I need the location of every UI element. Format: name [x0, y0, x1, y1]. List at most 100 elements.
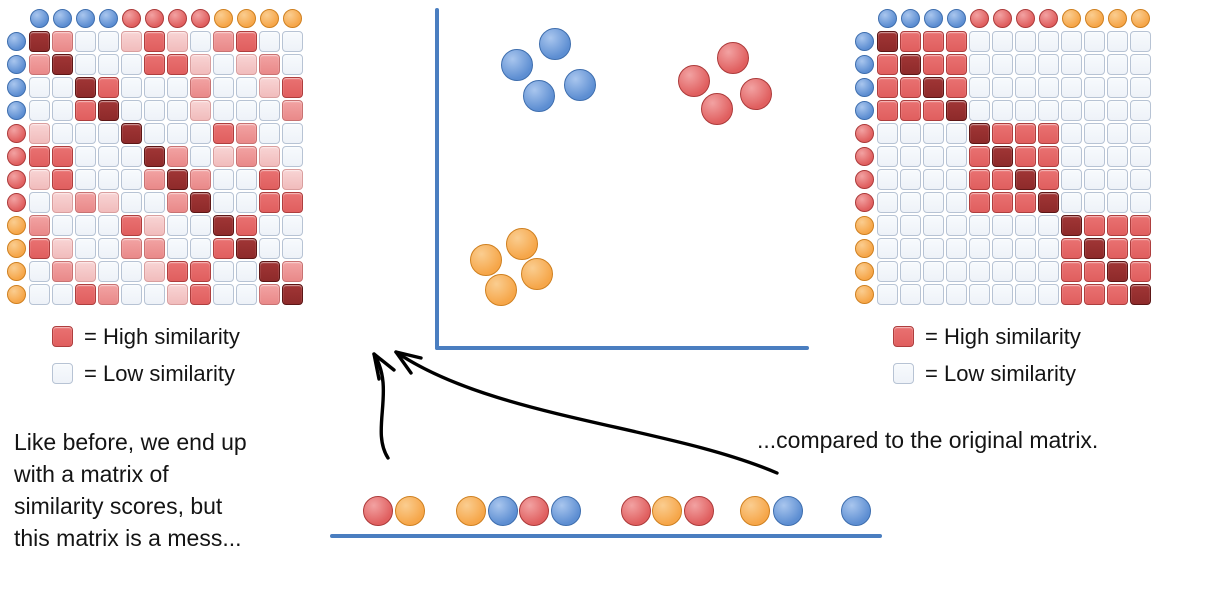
orange-header-dot: [7, 239, 26, 258]
matrix-cell: [1107, 261, 1128, 282]
matrix-cell: [1107, 123, 1128, 144]
matrix-cell: [282, 261, 303, 282]
red-header-dot: [7, 124, 26, 143]
matrix-cell: [900, 54, 921, 75]
matrix-cell: [98, 284, 119, 305]
matrix-cell: [1015, 146, 1036, 167]
matrix-cell: [98, 31, 119, 52]
matrix-cell: [52, 100, 73, 121]
matrix-cell: [1084, 284, 1105, 305]
matrix-cell: [98, 54, 119, 75]
matrix-cell: [1107, 192, 1128, 213]
matrix-cell: [1084, 54, 1105, 75]
matrix-cell: [1061, 54, 1082, 75]
matrix-cell: [992, 146, 1013, 167]
matrix-cell: [1084, 192, 1105, 213]
matrix-cell: [1015, 54, 1036, 75]
matrix-cell: [213, 123, 234, 144]
matrix-cell: [923, 261, 944, 282]
blue-header-dot: [855, 78, 874, 97]
matrix-cell: [1107, 169, 1128, 190]
matrix-cell: [190, 54, 211, 75]
legend-left: = High similarity = Low similarity: [52, 322, 240, 396]
matrix-cell: [1038, 261, 1059, 282]
orange-cluster-dot: [485, 274, 517, 306]
matrix-cell: [259, 169, 280, 190]
matrix-cell: [52, 54, 73, 75]
matrix-cell: [52, 31, 73, 52]
matrix-cell: [1084, 261, 1105, 282]
orange-cluster-dot: [470, 244, 502, 276]
low-similarity-swatch: [52, 363, 73, 384]
matrix-cell: [877, 238, 898, 259]
matrix-cell: [946, 31, 967, 52]
legend-right: = High similarity = Low similarity: [893, 322, 1081, 396]
matrix-cell: [259, 192, 280, 213]
matrix-cell: [75, 146, 96, 167]
matrix-cell: [1061, 146, 1082, 167]
red-header-dot: [122, 9, 141, 28]
matrix-cell: [946, 54, 967, 75]
matrix-cell: [29, 54, 50, 75]
matrix-cell: [29, 192, 50, 213]
orange-header-dot: [283, 9, 302, 28]
orange-header-dot: [855, 285, 874, 304]
matrix-cell: [167, 100, 188, 121]
matrix-cell: [29, 123, 50, 144]
matrix-cell: [1015, 123, 1036, 144]
matrix-cell: [1061, 123, 1082, 144]
matrix-cell: [1038, 77, 1059, 98]
blue-header-dot: [855, 32, 874, 51]
matrix-cell: [144, 215, 165, 236]
blue-cluster-dot: [539, 28, 571, 60]
matrix-cell: [1038, 31, 1059, 52]
matrix-cell: [75, 54, 96, 75]
matrix-cell: [259, 77, 280, 98]
orange-cluster-dot: [521, 258, 553, 290]
orange-sample-dot: [456, 496, 486, 526]
matrix-cell: [900, 215, 921, 236]
matrix-cell: [1038, 238, 1059, 259]
number-line-dots: [0, 496, 1207, 526]
matrix-cell: [213, 100, 234, 121]
matrix-cell: [29, 284, 50, 305]
matrix-cell: [900, 284, 921, 305]
matrix-cell: [98, 123, 119, 144]
orange-sample-dot: [395, 496, 425, 526]
matrix-cell: [98, 238, 119, 259]
orange-header-dot: [1131, 9, 1150, 28]
matrix-cell: [1061, 169, 1082, 190]
matrix-cell: [121, 146, 142, 167]
matrix-cell: [213, 238, 234, 259]
matrix-cell: [167, 146, 188, 167]
caption-left-line: Like before, we end up: [14, 429, 247, 455]
matrix-cell: [144, 100, 165, 121]
matrix-cell: [877, 284, 898, 305]
matrix-cell: [236, 169, 257, 190]
arrowhead-icon: [372, 352, 396, 381]
orange-header-dot: [7, 216, 26, 235]
matrix-cell: [29, 31, 50, 52]
matrix-cell: [1061, 77, 1082, 98]
matrix-cell: [1038, 284, 1059, 305]
matrix-cell: [29, 77, 50, 98]
matrix-cell: [282, 146, 303, 167]
caption-left: Like before, we end up with a matrix of …: [14, 426, 334, 554]
matrix-cell: [1130, 123, 1151, 144]
blue-header-dot: [99, 9, 118, 28]
legend-high-row: = High similarity: [893, 322, 1081, 351]
orange-sample-dot: [740, 496, 770, 526]
matrix-cell: [1061, 31, 1082, 52]
matrix-cell: [1084, 31, 1105, 52]
matrix-cell: [946, 77, 967, 98]
blue-sample-dot: [488, 496, 518, 526]
matrix-cell: [213, 261, 234, 282]
matrix-cell: [282, 77, 303, 98]
matrix-cell: [992, 77, 1013, 98]
low-similarity-swatch: [893, 363, 914, 384]
matrix-cell: [1130, 261, 1151, 282]
number-line-axis: [330, 534, 882, 538]
matrix-cell: [946, 192, 967, 213]
matrix-cell: [190, 261, 211, 282]
